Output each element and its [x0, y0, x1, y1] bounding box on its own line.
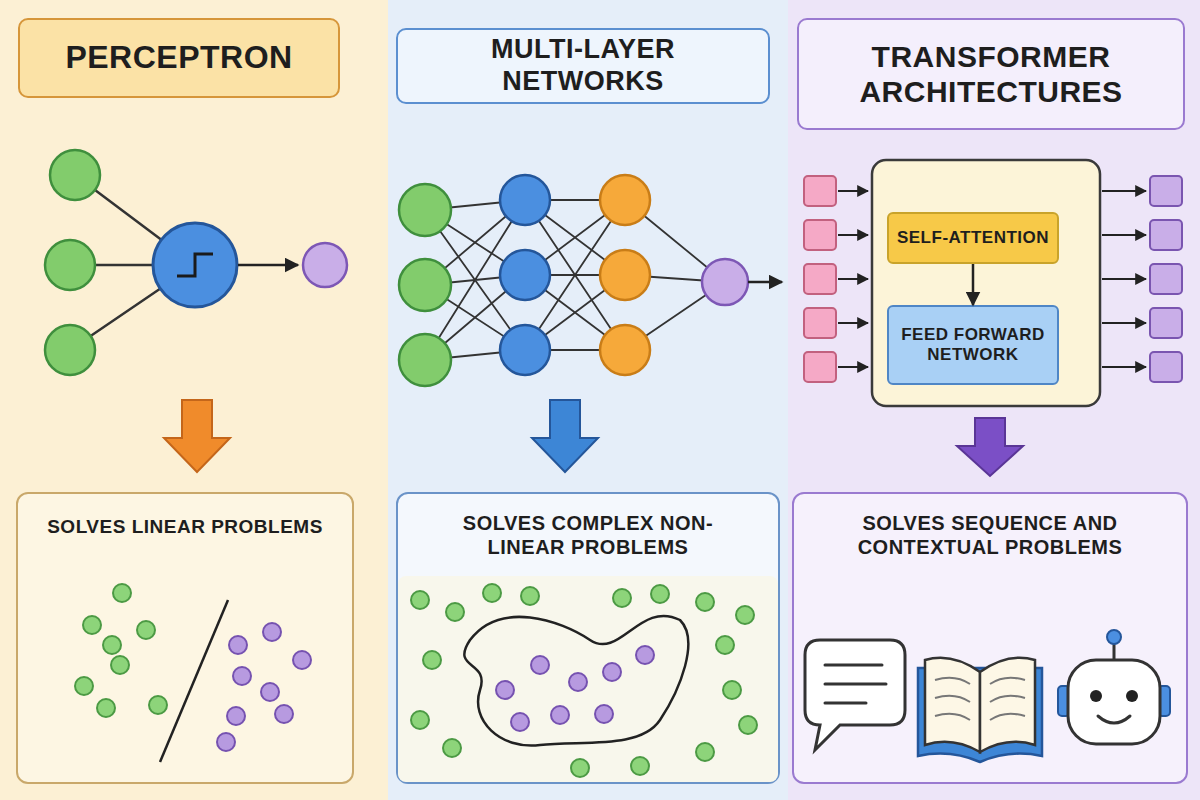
input-neuron	[399, 259, 451, 311]
hidden-neuron	[500, 325, 550, 375]
output-token	[1150, 264, 1182, 294]
result-box: SOLVES SEQUENCE AND CONTEXTUAL PROBLEMS	[792, 492, 1188, 784]
input-token	[804, 308, 836, 338]
token-arrow	[838, 366, 868, 368]
down-arrow	[957, 418, 1023, 476]
hidden-neuron	[600, 325, 650, 375]
flow-arrow	[972, 264, 975, 305]
output-token	[1150, 308, 1182, 338]
hidden-neuron	[600, 250, 650, 300]
token-arrow	[838, 322, 868, 324]
weight-lines	[70, 175, 195, 350]
transformer-block	[872, 160, 1100, 406]
token-arrow	[838, 190, 868, 192]
token-arrow	[1102, 366, 1146, 368]
down-arrow	[164, 400, 230, 472]
title-box: TRANSFORMER ARCHITECTURES	[797, 18, 1185, 130]
input-neuron	[50, 150, 100, 200]
node-text: SOLVES SEQUENCE AND CONTEXTUAL PROBLEMS	[840, 512, 1140, 559]
attention-box: SELF-ATTENTION	[887, 212, 1059, 264]
step-symbol	[177, 254, 213, 276]
output-token	[1150, 176, 1182, 206]
result-box: SOLVES COMPLEX NON-LINEAR PROBLEMS	[396, 492, 780, 784]
title-box: PERCEPTRON	[18, 18, 340, 98]
network-connections	[425, 200, 725, 360]
output-neuron	[702, 259, 748, 305]
token-arrow	[1102, 278, 1146, 280]
node-text: PERCEPTRON	[65, 39, 292, 77]
output-token	[1150, 352, 1182, 382]
hidden-neuron	[500, 175, 550, 225]
perceptron-unit	[153, 223, 237, 307]
column-panel	[788, 0, 1200, 800]
result-box: SOLVES LINEAR PROBLEMS	[16, 492, 354, 784]
input-neuron	[45, 240, 95, 290]
down-arrow	[532, 400, 598, 472]
input-neuron	[45, 325, 95, 375]
input-token	[804, 352, 836, 382]
output-token	[1150, 220, 1182, 250]
input-neuron	[399, 334, 451, 386]
token-arrow	[1102, 322, 1146, 324]
title-box: MULTI-LAYER NETWORKS	[396, 28, 770, 104]
column-panel	[388, 0, 788, 800]
hidden-neuron	[600, 175, 650, 225]
node-text: SOLVES LINEAR PROBLEMS	[47, 516, 323, 538]
node-text: MULTI-LAYER NETWORKS	[433, 34, 733, 98]
input-token	[804, 220, 836, 250]
node-text: FEED FORWARD NETWORK	[892, 325, 1054, 365]
input-token	[804, 176, 836, 206]
column-panel	[0, 0, 388, 800]
node-text: SOLVES COMPLEX NON-LINEAR PROBLEMS	[438, 512, 738, 559]
output-neuron	[303, 243, 347, 287]
token-arrow	[1102, 190, 1146, 192]
token-arrow	[838, 278, 868, 280]
input-token	[804, 264, 836, 294]
input-neuron	[399, 184, 451, 236]
output-arrow	[238, 264, 298, 267]
token-arrow	[1102, 234, 1146, 236]
feed-forward-box: FEED FORWARD NETWORK	[887, 305, 1059, 385]
node-text: SELF-ATTENTION	[897, 228, 1049, 248]
node-text: TRANSFORMER ARCHITECTURES	[821, 39, 1161, 110]
token-arrow	[838, 234, 868, 236]
hidden-neuron	[500, 250, 550, 300]
output-arrow	[748, 281, 782, 284]
